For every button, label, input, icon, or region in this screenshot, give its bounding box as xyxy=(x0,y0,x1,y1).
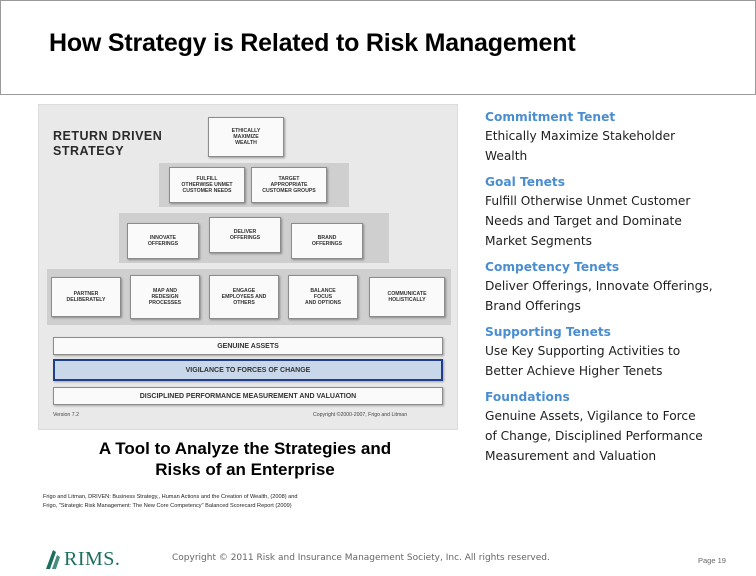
fulfill-customer-needs-box: FULFILL OTHERWISE UNMET CUSTOMER NEEDS xyxy=(169,167,245,203)
box-line: TARGET xyxy=(278,176,300,182)
tenet-heading: Commitment Tenet xyxy=(485,110,616,124)
title-divider xyxy=(0,94,756,95)
box-line: MAP AND xyxy=(153,288,177,294)
caption-line: Risks of an Enterprise xyxy=(155,460,335,479)
tenet-body: Fulfill Otherwise Unmet Customer Needs a… xyxy=(485,191,753,251)
box-line: OFFERINGS xyxy=(311,241,343,247)
figure-version: Version 7.2 xyxy=(53,412,79,418)
return-driven-strategy-figure: RETURN DRIVEN STRATEGY ETHICALLY MAXIMIZ… xyxy=(38,104,458,430)
box-line: CUSTOMER GROUPS xyxy=(262,188,316,194)
box-line: ETHICALLY xyxy=(231,128,261,134)
tenet-heading: Supporting Tenets xyxy=(485,325,611,339)
title-bar: How Strategy is Related to Risk Manageme… xyxy=(0,0,756,95)
box-line: APPROPRIATE xyxy=(270,182,308,188)
tenet-body-line: Genuine Assets, Vigilance to Force xyxy=(485,409,696,423)
tenets-list: Commitment Tenet Ethically Maximize Stak… xyxy=(485,108,753,473)
rims-logo: RIMS. xyxy=(44,546,120,572)
tenet-heading: Foundations xyxy=(485,390,570,404)
map-redesign-processes-box: MAP AND REDESIGN PROCESSES xyxy=(130,275,200,319)
vigilance-to-change-bar: VIGILANCE TO FORCES OF CHANGE xyxy=(53,359,443,381)
figure-copyright: Copyright ©2000-2007, Frigo and Litman xyxy=(313,412,408,418)
slide-title: How Strategy is Related to Risk Manageme… xyxy=(49,29,576,57)
tenet-heading: Goal Tenets xyxy=(485,175,566,189)
box-line: OFFERINGS xyxy=(229,235,261,241)
box-line: BALANCE xyxy=(310,288,336,294)
box-line: PARTNER xyxy=(73,291,99,297)
figure-heading-line: RETURN DRIVEN xyxy=(53,129,163,143)
citation: Frigo and Litman, DRIVEN: Business Strat… xyxy=(43,493,453,511)
tenet-body-line: Needs and Target and Dominate xyxy=(485,214,682,228)
page-number: Page 19 xyxy=(698,556,726,565)
innovate-offerings-box: INNOVATE OFFERINGS xyxy=(127,223,199,259)
box-line: FOCUS xyxy=(313,294,333,300)
figure-heading-line: STRATEGY xyxy=(53,144,125,158)
box-line: WEALTH xyxy=(235,140,257,146)
box-line: OTHERWISE UNMET xyxy=(181,182,233,188)
box-line: DELIVER xyxy=(233,229,257,235)
tenet-body: Ethically Maximize Stakeholder Wealth xyxy=(485,126,753,166)
box-line: COMMUNICATE xyxy=(387,291,427,297)
figure-caption: A Tool to Analyze the Strategies and Ris… xyxy=(40,438,450,480)
disciplined-performance-bar: DISCIPLINED PERFORMANCE MEASUREMENT AND … xyxy=(53,387,443,405)
tenet-body-line: Market Segments xyxy=(485,234,592,248)
logo-text: RIMS. xyxy=(64,547,121,570)
tenet-body: Genuine Assets, Vigilance to Force of Ch… xyxy=(485,406,753,466)
target-customer-groups-box: TARGET APPROPRIATE CUSTOMER GROUPS xyxy=(251,167,327,203)
citation-line: Frigo, "Strategic Risk Management: The N… xyxy=(43,503,292,509)
tenet-body-line: Fulfill Otherwise Unmet Customer xyxy=(485,194,691,208)
tenet-competency: Competency Tenets Deliver Offerings, Inn… xyxy=(485,258,753,316)
rims-logo-icon xyxy=(46,550,60,569)
box-line: HOLISTICALLY xyxy=(388,297,426,303)
box-line: AND OPTIONS xyxy=(304,300,342,306)
tenet-body-line: Brand Offerings xyxy=(485,299,581,313)
box-line: REDESIGN xyxy=(151,294,179,300)
ethically-maximize-wealth-box: ETHICALLY MAXIMIZE WEALTH xyxy=(208,117,284,157)
brand-offerings-box: BRAND OFFERINGS xyxy=(291,223,363,259)
box-line: DELIBERATELY xyxy=(66,297,106,303)
balance-focus-box: BALANCE FOCUS AND OPTIONS xyxy=(288,275,358,319)
box-line: EMPLOYEES AND xyxy=(221,294,267,300)
tenet-body-line: Deliver Offerings, Innovate Offerings, xyxy=(485,279,713,293)
tenet-foundations: Foundations Genuine Assets, Vigilance to… xyxy=(485,388,753,466)
box-line: PROCESSES xyxy=(148,300,182,306)
box-line: MAXIMIZE xyxy=(233,134,259,140)
box-line: OFFERINGS xyxy=(147,241,179,247)
caption-line: A Tool to Analyze the Strategies and xyxy=(98,439,392,458)
tenet-heading: Competency Tenets xyxy=(485,260,620,274)
tenet-body: Deliver Offerings, Innovate Offerings, B… xyxy=(485,276,753,316)
footer-copyright: Copyright © 2011 Risk and Insurance Mana… xyxy=(172,553,550,563)
box-line: FULFILL xyxy=(196,176,218,182)
communicate-holistically-box: COMMUNICATE HOLISTICALLY xyxy=(369,277,445,317)
tenet-commitment: Commitment Tenet Ethically Maximize Stak… xyxy=(485,108,753,166)
tenet-body-line: Measurement and Valuation xyxy=(485,449,657,463)
genuine-assets-bar: GENUINE ASSETS xyxy=(53,337,443,355)
box-line: INNOVATE xyxy=(149,235,177,241)
box-line: ENGAGE xyxy=(232,288,256,294)
tenet-body: Use Key Supporting Activities to Better … xyxy=(485,341,753,381)
engage-employees-box: ENGAGE EMPLOYEES AND OTHERS xyxy=(209,275,279,319)
box-line: BRAND xyxy=(317,235,337,241)
tenet-body-line: Better Achieve Higher Tenets xyxy=(485,364,663,378)
deliver-offerings-box: DELIVER OFFERINGS xyxy=(209,217,281,253)
tenet-goal: Goal Tenets Fulfill Otherwise Unmet Cust… xyxy=(485,173,753,251)
tenet-body-line: Wealth xyxy=(485,149,528,163)
box-line: OTHERS xyxy=(233,300,255,306)
tenet-supporting: Supporting Tenets Use Key Supporting Act… xyxy=(485,323,753,381)
box-line: CUSTOMER NEEDS xyxy=(182,188,232,194)
tenet-body-line: Use Key Supporting Activities to xyxy=(485,344,681,358)
tenet-body-line: of Change, Disciplined Performance xyxy=(485,429,703,443)
tenet-body-line: Ethically Maximize Stakeholder xyxy=(485,129,676,143)
figure-heading: RETURN DRIVEN STRATEGY xyxy=(53,129,162,159)
citation-line: Frigo and Litman, DRIVEN: Business Strat… xyxy=(43,494,298,500)
partner-deliberately-box: PARTNER DELIBERATELY xyxy=(51,277,121,317)
